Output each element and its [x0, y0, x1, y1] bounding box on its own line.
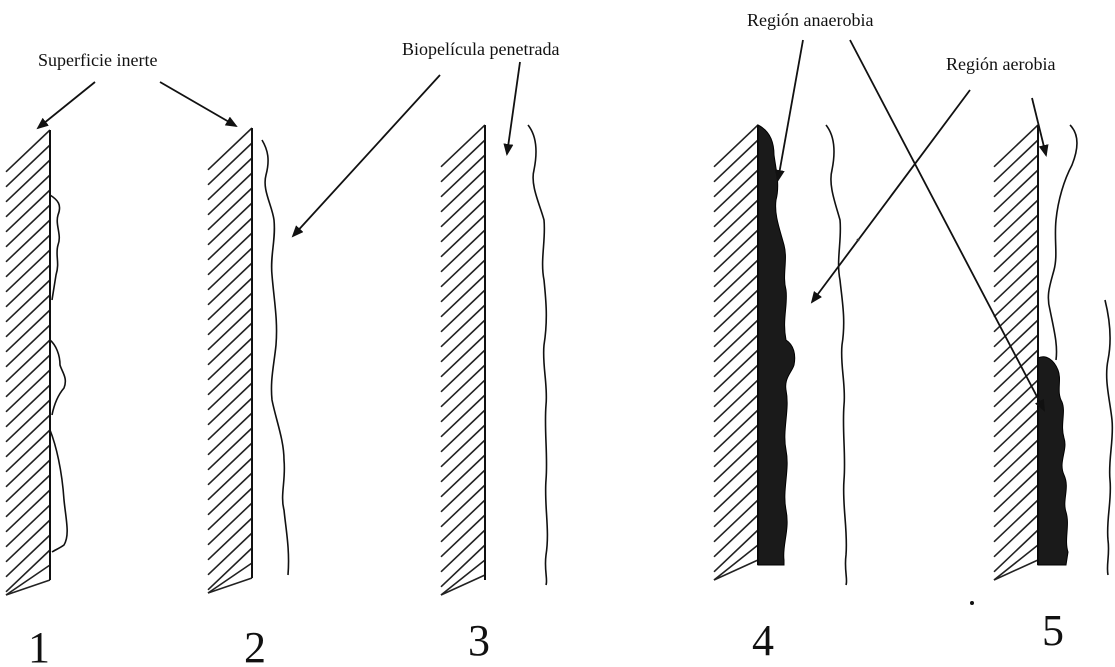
arrow-region-anaerobia-2	[850, 40, 1044, 410]
scan-dot	[857, 239, 860, 242]
stage-1	[6, 130, 67, 595]
stage-4	[714, 125, 847, 585]
annotation-arrows	[38, 40, 1046, 410]
stage-number-2: 2	[244, 623, 266, 667]
arrow-region-aerobia-1	[812, 90, 970, 302]
label-region-anaerobia: Región anaerobia	[747, 10, 873, 30]
stage-3	[441, 125, 547, 595]
stage-number-5: 5	[1042, 606, 1064, 655]
scan-dot	[970, 601, 974, 605]
stage-number-1: 1	[28, 623, 50, 667]
stage-4-hatched-surface	[714, 125, 758, 580]
stage-2-biofilm-boundary	[262, 140, 289, 575]
stage-3-biofilm-boundary	[528, 125, 547, 585]
stage-1-initial-film	[50, 195, 67, 552]
stage-3-hatched-surface	[441, 125, 485, 595]
label-region-aerobia: Región aerobia	[946, 54, 1055, 74]
stage-4-anaerobic-layer	[758, 125, 795, 565]
arrow-region-anaerobia-1	[778, 40, 803, 180]
stage-2	[208, 128, 289, 593]
hatch-line	[208, 578, 252, 593]
stage-2-hatched-surface	[208, 128, 252, 593]
label-superficie-inerte: Superficie inerte	[38, 50, 157, 70]
arrow-superficie-inerte-1	[38, 82, 95, 128]
stage-5-biofilm-boundary	[1048, 125, 1077, 360]
stage-4-biofilm-boundary	[826, 125, 847, 585]
stage-5-anaerobic-layer	[1038, 357, 1068, 565]
stage-5	[994, 125, 1112, 580]
stage-5-hatched-surface	[994, 125, 1038, 580]
hatch-line	[6, 580, 50, 595]
arrow-biopelicula-2	[507, 62, 520, 154]
stage-5-outer-boundary	[1105, 300, 1112, 575]
stage-1-hatched-surface	[6, 130, 50, 595]
stage-number-3: 3	[468, 616, 490, 665]
label-biopelicula-penetrada: Biopelícula penetrada	[402, 39, 559, 59]
stage-number-4: 4	[752, 616, 774, 665]
arrow-superficie-inerte-2	[160, 82, 236, 126]
arrow-biopelicula-1	[293, 75, 440, 236]
